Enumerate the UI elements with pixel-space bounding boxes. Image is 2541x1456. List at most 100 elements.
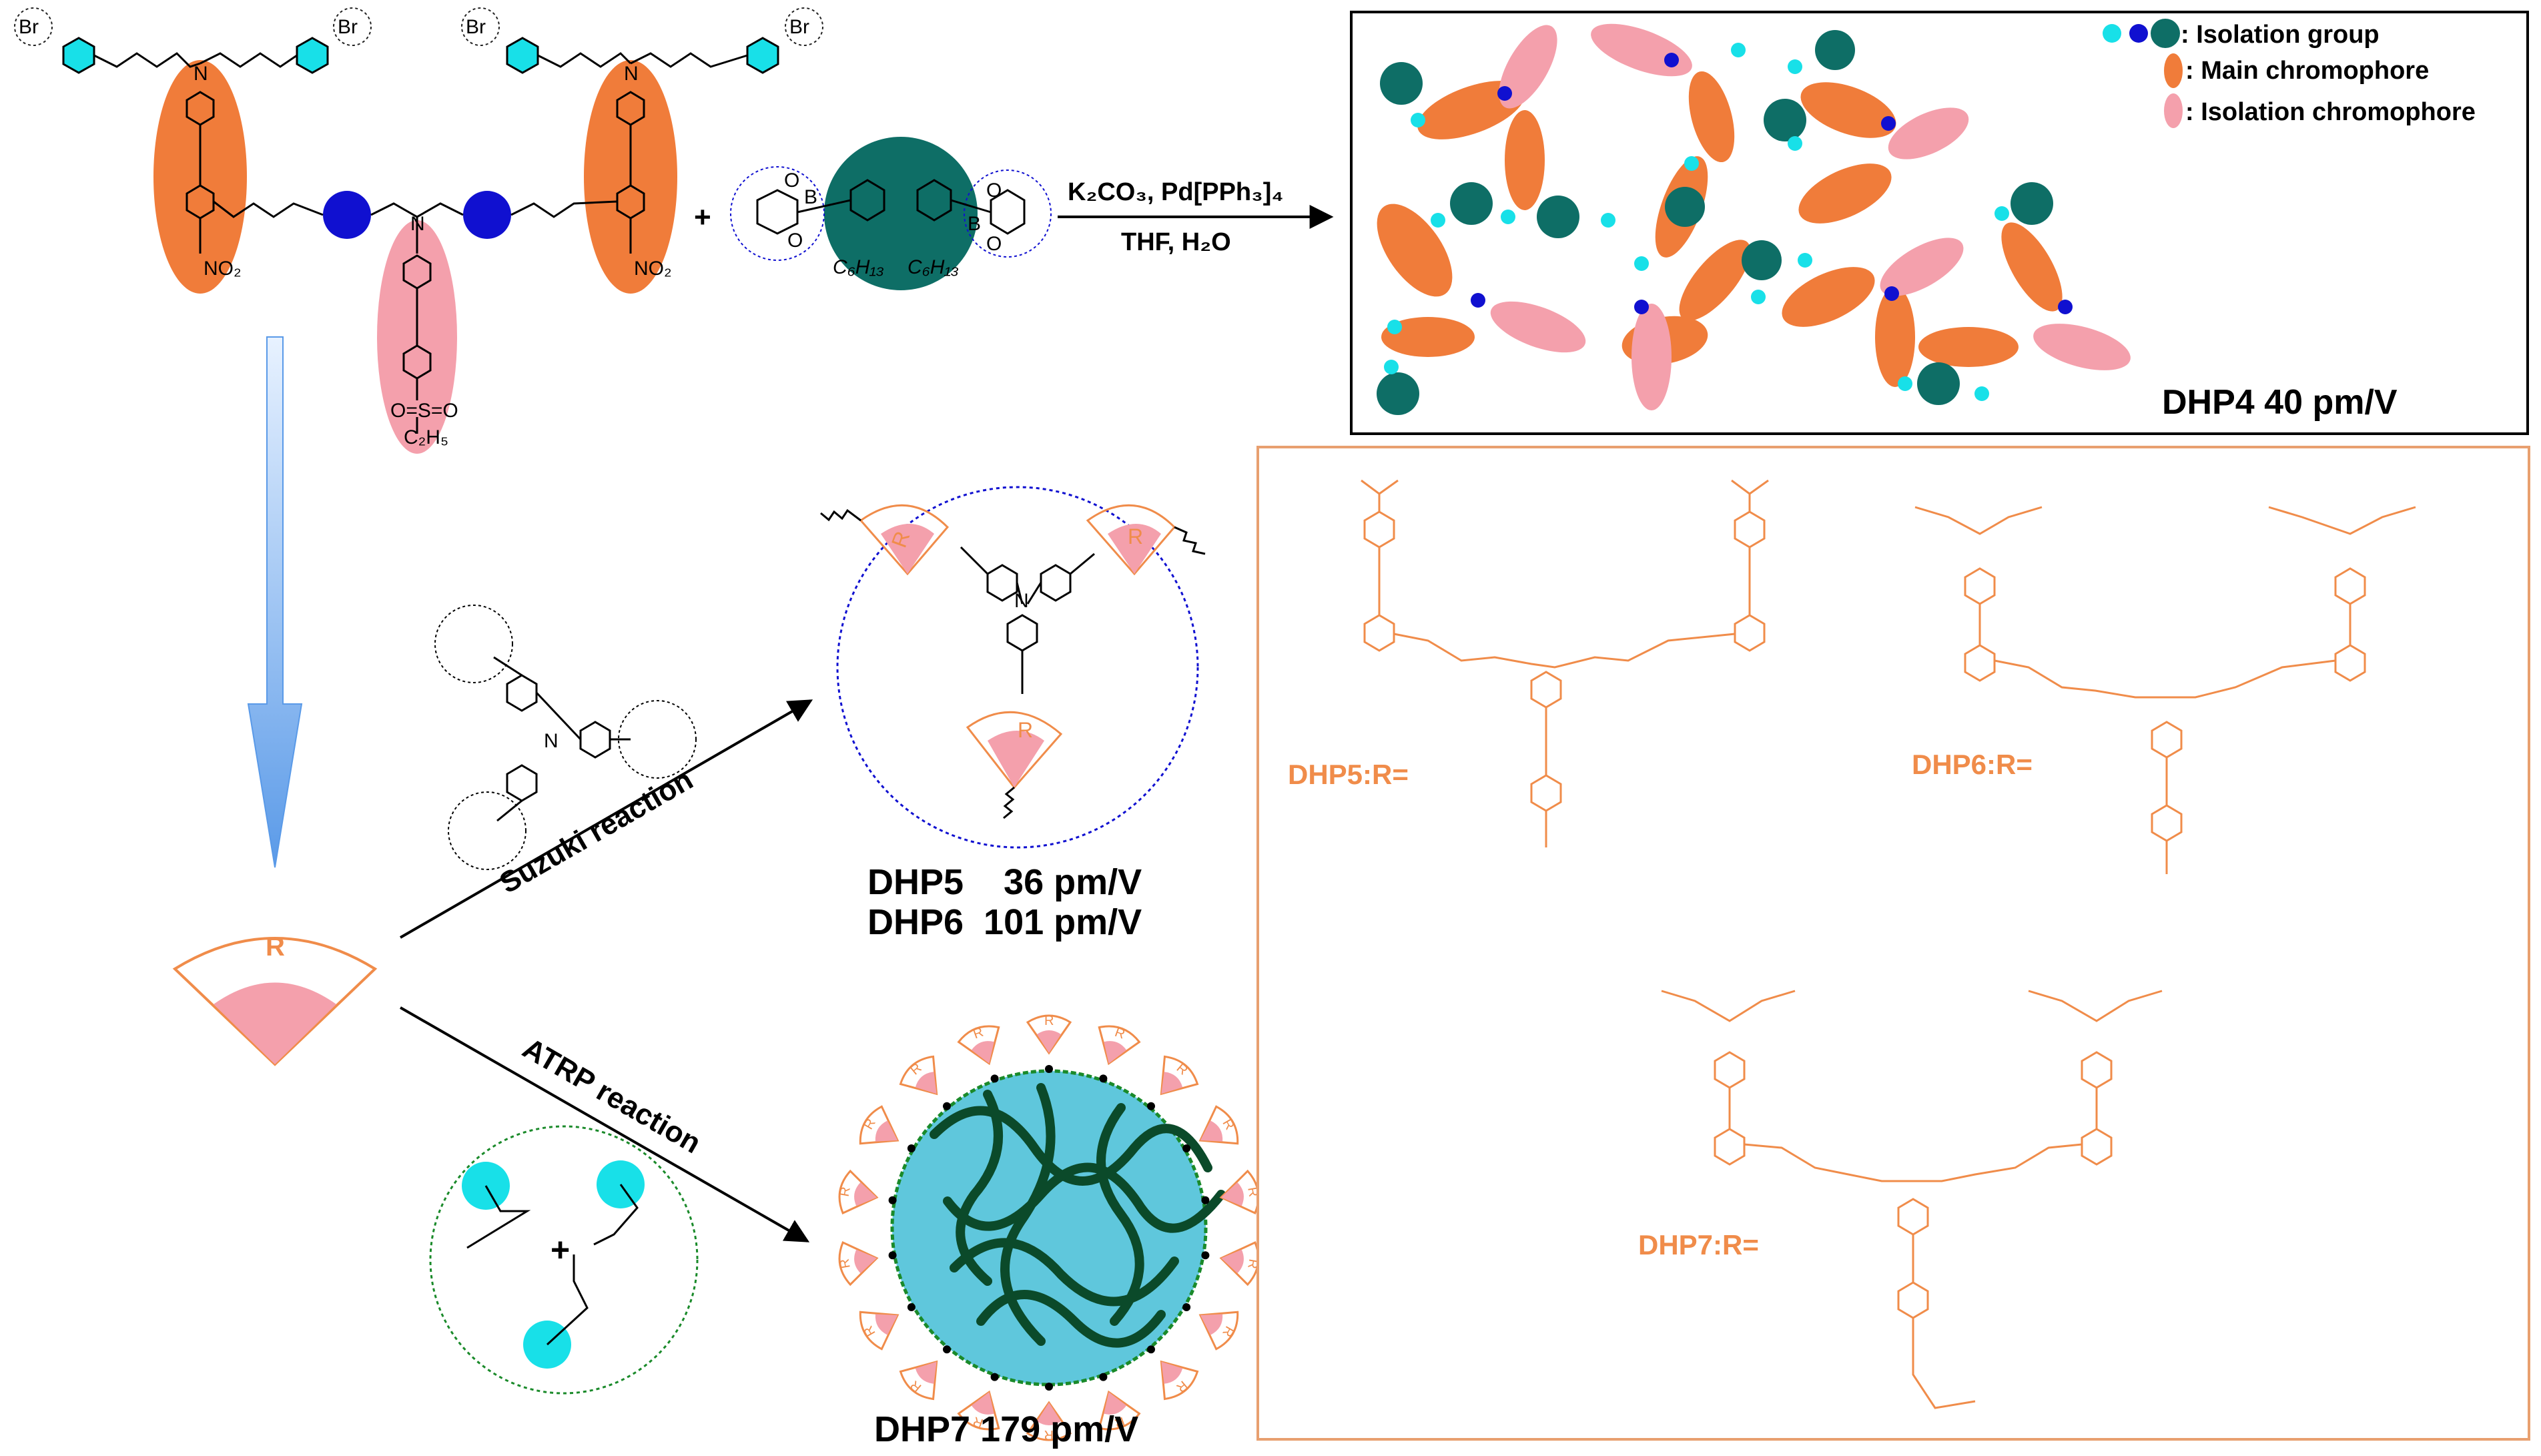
suzuki-label: Suzuki reaction xyxy=(494,763,699,900)
graft-point xyxy=(907,1303,916,1311)
r-wedge-small: R xyxy=(1026,1401,1072,1442)
r-wedge-small: R xyxy=(957,1390,1000,1431)
r-label-small: R xyxy=(861,1323,878,1339)
legend-teal-dot xyxy=(2151,19,2180,48)
conditions-reagents: K₂CO₃, Pd[PPh₃]₄ xyxy=(1068,178,1283,206)
graft-point xyxy=(1182,1144,1191,1152)
r-label-small: R xyxy=(971,1413,985,1431)
graft-point xyxy=(1045,1065,1053,1073)
fluorene-core xyxy=(824,137,978,290)
plus-atrp: + xyxy=(551,1231,570,1268)
graft-point xyxy=(1099,1373,1108,1381)
r-wedge-small: R xyxy=(899,1360,938,1401)
r-label-wedge: R xyxy=(266,932,285,962)
r-wedge-small: R xyxy=(1160,1360,1199,1401)
r-label-small: R xyxy=(908,1060,924,1078)
pinacol-left xyxy=(730,166,825,261)
legend-isolation-chromophore: : Isolation chromophore xyxy=(2185,98,2476,126)
structure-panel: DHP5:R= DHP6:R= DHP7:R= xyxy=(1256,446,2530,1441)
r-wedge-small: R xyxy=(957,1025,1000,1066)
r-wedge-small: R xyxy=(1098,1390,1141,1431)
r-wedge-small: R xyxy=(1160,1055,1199,1096)
star-polymer: N R R R xyxy=(820,486,1206,849)
r-label-small: R xyxy=(861,1116,879,1132)
hexyl-right: C₆H₁₃ xyxy=(908,256,959,278)
oxygen-left-2: O xyxy=(787,230,803,252)
graft-point xyxy=(943,1102,951,1110)
plus-top: + xyxy=(694,201,711,234)
r-label-small: R xyxy=(1044,1014,1054,1028)
legend-main-ellipse xyxy=(2164,53,2183,88)
r-wedge-small: R xyxy=(859,1311,899,1351)
n-label-right: N xyxy=(624,63,639,85)
dhp4-result: DHP4 40 pm/V xyxy=(2162,383,2398,422)
r-wedge-small: R xyxy=(837,1240,879,1287)
n-label-star: N xyxy=(1014,590,1029,612)
br-label-2: Br xyxy=(338,16,358,38)
graft-point xyxy=(1201,1196,1210,1204)
br-label-1: Br xyxy=(19,16,39,38)
legend-isolation-group: : Isolation group xyxy=(2181,21,2380,49)
r-wedge-small: R xyxy=(1198,1311,1239,1351)
br-label-4: Br xyxy=(789,16,809,38)
dhp7-structure-label: DHP7:R= xyxy=(1638,1229,1759,1260)
dhp4-network-panel: : Isolation group : Main chromophore : I… xyxy=(1350,11,2529,435)
r-label-small: R xyxy=(837,1186,853,1198)
r-label-small: R xyxy=(1173,1378,1190,1395)
graft-point xyxy=(888,1251,897,1260)
r-wedge-small: R xyxy=(1098,1025,1141,1066)
triazole-right xyxy=(463,191,511,239)
r-label-small: R xyxy=(1174,1061,1190,1078)
r-label-small: R xyxy=(908,1377,924,1395)
boron-left: B xyxy=(804,186,817,208)
graft-point xyxy=(1182,1303,1191,1311)
dhp5-result: DHP5 36 pm/V xyxy=(867,862,1142,902)
fluorene-diboronate: B B O O O O C₆H₁₃ C₆H₁₃ xyxy=(730,137,1052,290)
graft-point xyxy=(1045,1383,1053,1391)
tris-boronate xyxy=(434,605,697,870)
legend-isolation-ellipse xyxy=(2164,93,2183,128)
graft-point xyxy=(1147,1345,1155,1354)
r-wedge-small: R xyxy=(899,1055,938,1096)
legend-blue-dot xyxy=(2129,24,2148,43)
graft-point xyxy=(990,1074,999,1083)
pinacol-right xyxy=(964,169,1052,258)
graft-point xyxy=(907,1144,916,1152)
oxygen-right-2: O xyxy=(986,233,1002,255)
arrow-atrp xyxy=(400,1006,810,1242)
triazole-left xyxy=(323,191,371,239)
oxygen-left-1: O xyxy=(784,169,799,192)
down-arrow xyxy=(247,336,303,868)
hexyl-left: C₆H₁₃ xyxy=(833,256,884,278)
graft-point xyxy=(1099,1074,1108,1083)
r-label-small: R xyxy=(1112,1414,1126,1431)
r-label-small: R xyxy=(1219,1323,1236,1339)
graft-point xyxy=(1201,1251,1210,1260)
sulfonyl-label: O=S=O xyxy=(390,400,458,422)
r-label-small: R xyxy=(837,1258,853,1270)
n-label-center: N xyxy=(410,213,425,235)
arrow-suzuki xyxy=(400,699,813,939)
r-label-star-3: R xyxy=(1018,718,1033,742)
dhp5-structure-label: DHP5:R= xyxy=(1288,759,1409,790)
graft-point xyxy=(1147,1102,1155,1110)
graft-point xyxy=(990,1373,999,1381)
legend-cyan-dot xyxy=(2103,24,2121,43)
r-label-small: R xyxy=(972,1025,986,1042)
r-label-small: R xyxy=(1219,1116,1236,1132)
graft-point xyxy=(888,1196,897,1204)
dhp6-result: DHP6 101 pm/V xyxy=(867,902,1142,942)
r-wedge: R xyxy=(172,932,378,1066)
legend-main-chromophore: : Main chromophore xyxy=(2185,57,2429,85)
r-wedge-small: R xyxy=(1026,1014,1072,1055)
r-label-small: R xyxy=(1044,1427,1054,1442)
r-wedge-small: R xyxy=(859,1105,899,1145)
monomer-structure: Br Br Br Br NO₂ NO₂ O=S=O C₂H₅ N N N xyxy=(14,7,823,454)
ethyl-label: C₂H₅ xyxy=(404,426,448,448)
r-label-star-2: R xyxy=(1128,524,1143,549)
graft-point xyxy=(943,1345,951,1354)
oxygen-right-1: O xyxy=(986,179,1002,202)
no2-label-left: NO₂ xyxy=(204,258,242,280)
atrp-label: ATRP reaction xyxy=(517,1032,707,1160)
